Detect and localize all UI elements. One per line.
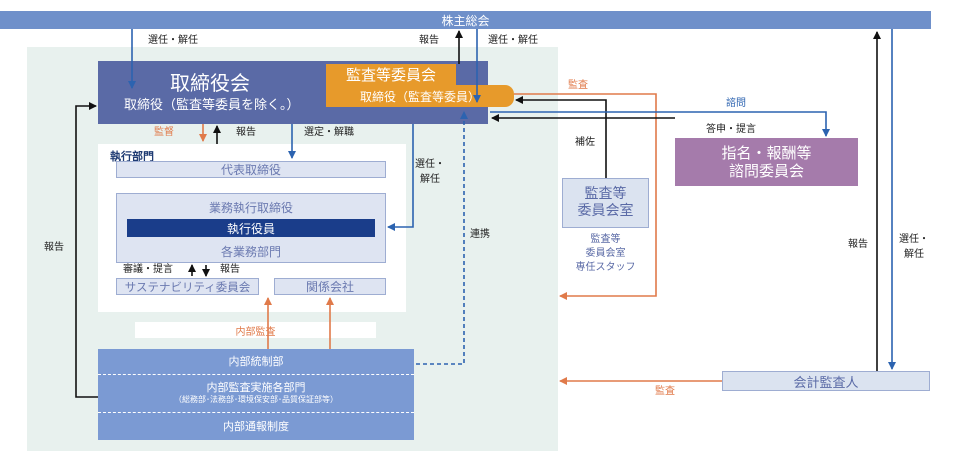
label-collaboration: 連携 bbox=[470, 229, 490, 240]
label-report-auditor: 報告 bbox=[848, 239, 868, 250]
label-deliberate: 審議・提言 bbox=[123, 264, 173, 275]
divider bbox=[98, 374, 414, 375]
label-audit-office: 監査 bbox=[568, 80, 588, 91]
internal-audit-depts-detail: （総務部･法務部･環境保安部･品質保証部等） bbox=[174, 395, 338, 404]
arrow-consult bbox=[490, 111, 830, 137]
label-consult: 諮問 bbox=[726, 98, 746, 109]
label-elect-audit: 選任・解任 bbox=[488, 35, 538, 46]
label-audit-bottom: 監査 bbox=[655, 386, 675, 397]
label-elect-board: 選任・解任 bbox=[148, 35, 198, 46]
label-report-sustain: 報告 bbox=[220, 264, 240, 275]
arrow-collaboration bbox=[416, 111, 468, 365]
label-respond: 答申・提言 bbox=[706, 124, 756, 135]
nom-comp-line-2: 諮問委員会 bbox=[728, 162, 804, 180]
audit-committee-office: 監査等 委員会室 bbox=[562, 178, 649, 228]
audit-office-staff: 監査等 委員会室 専任スタッフ bbox=[562, 233, 649, 275]
audit-office-staff-3: 専任スタッフ bbox=[575, 262, 636, 273]
label-supervise: 監督 bbox=[154, 127, 174, 138]
internal-control-block: 内部統制部 内部監査実施各部門 （総務部･法務部･環境保安部･品質保証部等） 内… bbox=[98, 349, 414, 440]
shareholders-meeting: 株主総会 bbox=[0, 11, 931, 29]
nomination-compensation-committee: 指名・報酬等 諮問委員会 bbox=[675, 138, 858, 186]
internal-audit-band: 内部監査 bbox=[135, 322, 376, 338]
label-elect-exec-1: 選任・ bbox=[415, 159, 445, 170]
label-elect-exec-2: 解任 bbox=[420, 173, 440, 185]
audit-office-staff-1: 監査等 bbox=[590, 234, 621, 245]
arrow-audit-loop-top bbox=[514, 93, 657, 300]
arrow-elect-exec bbox=[387, 124, 414, 231]
internal-control-dept: 内部統制部 bbox=[228, 355, 284, 368]
label-report-exec: 報告 bbox=[236, 127, 256, 138]
audit-office-staff-2: 委員会室 bbox=[585, 248, 626, 259]
label-elect-auditor-2: 解任 bbox=[904, 248, 924, 260]
sustainability-committee: サステナビリティ委員会 bbox=[116, 278, 259, 295]
nom-comp-line-1: 指名・報酬等 bbox=[721, 144, 812, 162]
label-support: 補佐 bbox=[575, 137, 595, 148]
audit-committee-members: 取締役（監査等委員） bbox=[326, 85, 514, 107]
label-elect-auditor-1: 選任・ bbox=[899, 234, 929, 245]
affiliated-companies: 関係会社 bbox=[274, 278, 386, 295]
label-elect-exec: 選任・ 解任 bbox=[415, 158, 445, 187]
audit-committee-title: 監査等委員会 bbox=[326, 64, 456, 85]
executive-officers: 執行役員 bbox=[127, 219, 375, 237]
business-departments: 各業務部門 bbox=[220, 245, 281, 259]
divider bbox=[98, 412, 414, 413]
executive-dept-label: 執行部門 bbox=[110, 150, 154, 163]
board-title: 取締役会 bbox=[170, 71, 250, 95]
accounting-auditor: 会計監査人 bbox=[722, 371, 930, 391]
executive-directors: 業務執行取締役 bbox=[208, 201, 293, 215]
audit-office-title-1: 監査等 bbox=[584, 185, 627, 202]
label-select-ceo: 選定・解職 bbox=[304, 127, 354, 138]
audit-office-title-2: 委員会室 bbox=[577, 203, 634, 219]
internal-audit-depts: 内部監査実施各部門 bbox=[206, 381, 306, 394]
label-report-left: 報告 bbox=[44, 242, 64, 253]
whistleblowing-system: 内部通報制度 bbox=[223, 420, 289, 433]
label-report-audit: 報告 bbox=[419, 35, 439, 46]
arrow-support bbox=[515, 96, 607, 178]
representative-director: 代表取締役 bbox=[116, 161, 386, 178]
board-subtitle: 取締役（監査等委員を除く。） bbox=[124, 98, 300, 113]
arrow-report-left bbox=[75, 102, 98, 398]
label-elect-auditor: 選任・ 解任 bbox=[899, 233, 929, 262]
